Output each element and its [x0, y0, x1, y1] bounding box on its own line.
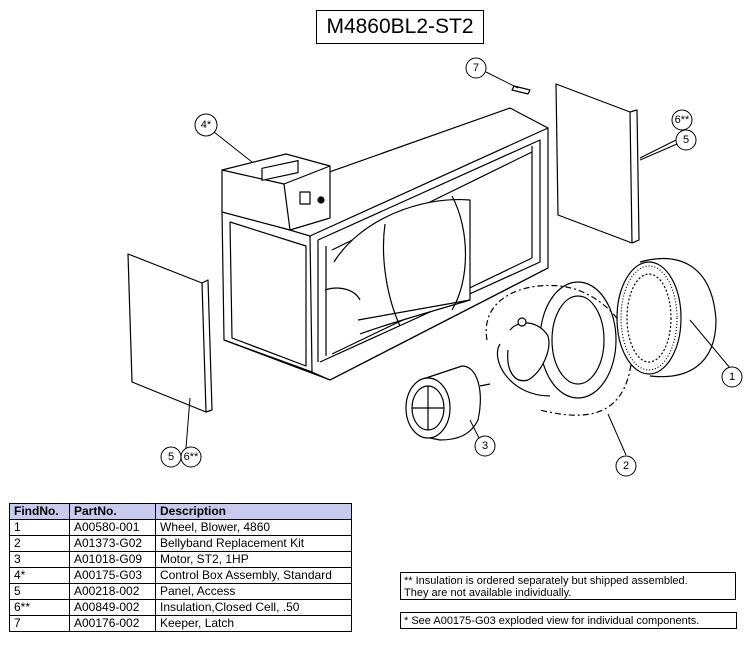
latch-keeper: [511, 85, 531, 95]
cell-partno: A00580-001: [69, 519, 156, 536]
table-row: 5 A00218-002 Panel, Access: [9, 583, 352, 600]
blower-wheel: [616, 258, 717, 378]
cell-partno: A00175-G03: [69, 567, 156, 584]
blower-motor: [405, 365, 491, 441]
insulation-note-line2: They are not available individually.: [404, 587, 572, 599]
callout-6-right: 6**: [675, 114, 690, 126]
cell-description: Motor, ST2, 1HP: [155, 551, 352, 568]
callout-leaders: [185, 71, 731, 456]
diagram-title: M4860BL2-ST2: [316, 10, 484, 44]
cell-findno: 2: [9, 535, 70, 552]
header-partno: PartNo.: [69, 503, 156, 520]
cell-description: Insulation,Closed Cell, .50: [155, 599, 352, 616]
table-row: 3 A01018-G09 Motor, ST2, 1HP: [9, 551, 352, 568]
cell-description: Wheel, Blower, 4860: [155, 519, 352, 536]
access-panel-left: [127, 253, 213, 413]
cabinet-housing: [221, 107, 549, 381]
callout-bubbles: [160, 57, 743, 477]
table-row: 2 A01373-G02 Bellyband Replacement Kit: [9, 535, 352, 552]
table-header-row: FindNo. PartNo. Description: [9, 503, 352, 520]
cell-partno: A00176-002: [69, 615, 156, 632]
callout-1: 1: [729, 371, 735, 383]
access-panel-right: [555, 83, 640, 244]
cell-partno: A01018-G09: [69, 551, 156, 568]
cell-findno: 5: [9, 583, 70, 600]
cell-findno: 1: [9, 519, 70, 536]
callout-4: 4*: [201, 119, 212, 131]
header-findno: FindNo.: [9, 503, 70, 520]
cell-partno: A01373-G02: [69, 535, 156, 552]
table-row: 7 A00176-002 Keeper, Latch: [9, 615, 352, 632]
exploded-view-drawing: 7 4* 6** 5 5 6** 3 2 1: [127, 57, 743, 477]
cell-description: Panel, Access: [155, 583, 352, 600]
bellyband-kit: [485, 281, 633, 416]
callout-7: 7: [473, 62, 479, 74]
callout-5-left: 5: [168, 451, 174, 463]
callout-3: 3: [482, 440, 488, 452]
cell-description: Control Box Assembly, Standard: [155, 567, 352, 584]
header-description: Description: [155, 503, 352, 520]
cell-partno: A00218-002: [69, 583, 156, 600]
control-box-note: * See A00175-G03 exploded view for indiv…: [400, 612, 737, 629]
table-row: 4* A00175-G03 Control Box Assembly, Stan…: [9, 567, 352, 584]
cell-partno: A00849-002: [69, 599, 156, 616]
cell-findno: 6**: [9, 599, 70, 616]
table-row: 1 A00580-001 Wheel, Blower, 4860: [9, 519, 352, 536]
cell-findno: 4*: [9, 567, 70, 584]
insulation-note-line1: ** Insulation is ordered separately but …: [404, 575, 688, 587]
parts-table: FindNo. PartNo. Description 1 A00580-001…: [9, 503, 352, 632]
insulation-note: ** Insulation is ordered separately but …: [400, 572, 736, 600]
cell-findno: 7: [9, 615, 70, 632]
cell-description: Keeper, Latch: [155, 615, 352, 632]
table-row: 6** A00849-002 Insulation,Closed Cell, .…: [9, 599, 352, 616]
callout-6-left: 6**: [184, 451, 199, 463]
control-box: [221, 153, 331, 231]
callout-2: 2: [623, 460, 629, 472]
cell-findno: 3: [9, 551, 70, 568]
cell-description: Bellyband Replacement Kit: [155, 535, 352, 552]
callout-5-right: 5: [683, 134, 689, 146]
